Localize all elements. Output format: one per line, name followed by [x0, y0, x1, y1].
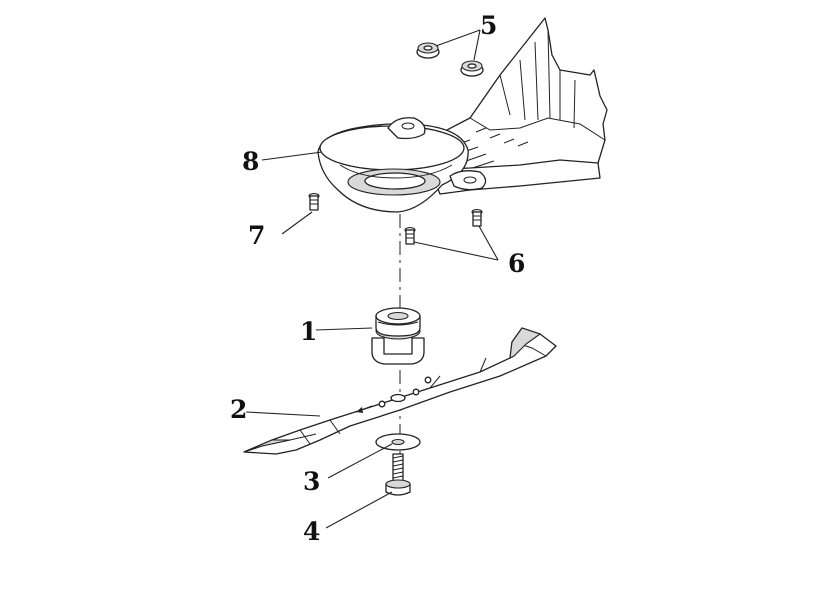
callout-4-label: 4: [303, 517, 320, 546]
blade-housing-part: [317, 17, 608, 213]
leader-line-5b: [473, 29, 481, 61]
callout-3-label: 3: [303, 467, 320, 496]
screw-part-6-right: [471, 208, 483, 227]
callout-7-label: 7: [248, 221, 265, 250]
leader-line-6b: [478, 225, 499, 261]
leader-line-3: [327, 443, 393, 479]
leader-line-4: [325, 491, 393, 529]
leader-line-5a: [435, 29, 481, 47]
leader-line-8: [261, 151, 323, 161]
callout-2-label: 2: [230, 395, 247, 424]
callout-8-label: 8: [242, 147, 259, 176]
washer-part: [375, 433, 421, 451]
mower-blade-part: [243, 327, 557, 455]
nut-part-upper: [416, 42, 440, 59]
blade-bolt-part: [385, 453, 411, 496]
blade-adapter-part: [371, 307, 425, 365]
leader-line-2: [245, 411, 321, 417]
callout-6-label: 6: [508, 249, 525, 278]
nut-part-lower: [460, 60, 484, 77]
leader-line-6a: [413, 241, 499, 261]
leader-line-1: [315, 327, 373, 331]
screw-part-7: [308, 192, 320, 211]
screw-part-6-left: [404, 226, 416, 245]
callout-1-label: 1: [300, 317, 317, 346]
leader-lines: [245, 29, 499, 529]
leader-line-7: [281, 211, 313, 235]
callout-5-label: 5: [480, 11, 497, 40]
